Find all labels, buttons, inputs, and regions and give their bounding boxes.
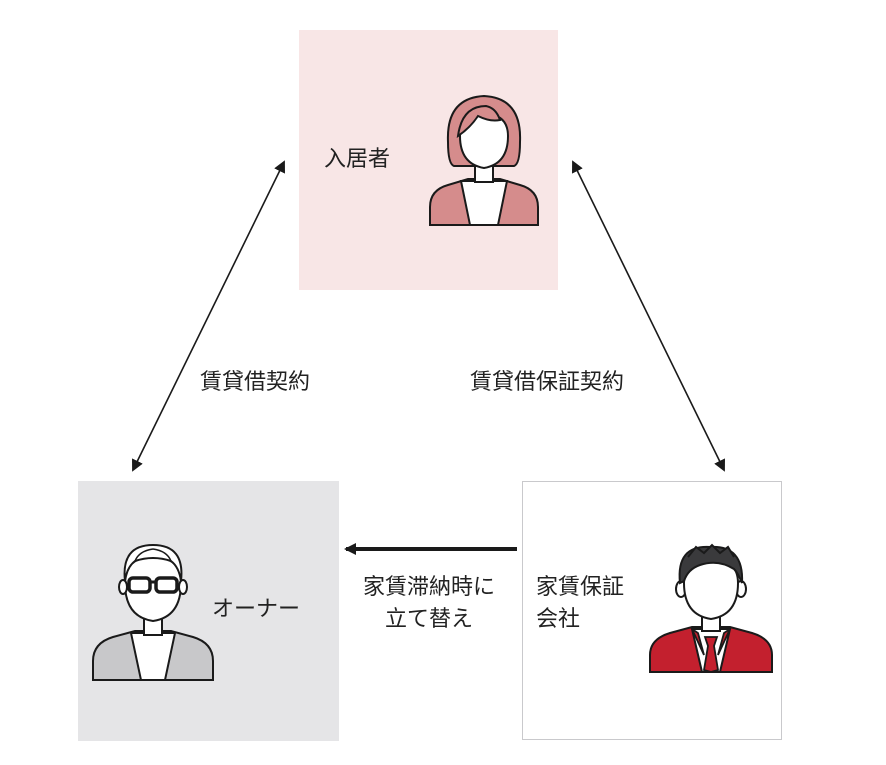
woman-avatar-icon bbox=[429, 94, 539, 226]
lease-label: 賃貸借契約 bbox=[200, 370, 311, 395]
man-glasses-avatar-icon bbox=[92, 543, 214, 681]
subrogation-label-line2: 立て替え bbox=[384, 607, 473, 632]
businessman-avatar-icon bbox=[649, 543, 773, 673]
tenant-label: 入居者 bbox=[324, 147, 391, 172]
guarantee-arrow bbox=[572, 160, 725, 472]
owner-node bbox=[78, 481, 339, 741]
guarantee-label: 賃貸借保証契約 bbox=[470, 370, 625, 395]
guarantor-label: 家賃保証 会社 bbox=[536, 572, 624, 636]
guarantor-node bbox=[522, 481, 782, 740]
subrogation-label: 家賃滞納時に 立て替え bbox=[344, 572, 514, 636]
guarantor-label-line1: 家賃保証 bbox=[536, 575, 625, 600]
lease-arrow bbox=[132, 160, 285, 472]
guarantor-label-line2: 会社 bbox=[536, 607, 581, 632]
subrogation-label-line1: 家賃滞納時に bbox=[362, 575, 495, 600]
owner-label: オーナー bbox=[212, 597, 301, 622]
